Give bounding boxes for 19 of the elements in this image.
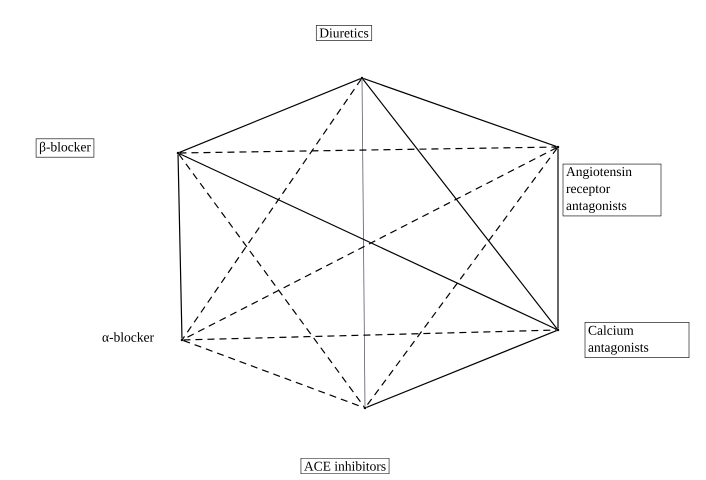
connector-line <box>178 154 365 408</box>
connector-line <box>182 78 362 340</box>
drug-label: Angiotensin receptor antagonists <box>562 164 662 216</box>
connector-line <box>183 340 364 408</box>
connector-line <box>363 78 557 148</box>
connector-line <box>362 78 558 330</box>
drug-label: Diuretics <box>316 25 372 41</box>
connector-line <box>366 330 557 408</box>
connector-line <box>183 329 557 341</box>
drug-label: β-blocker <box>36 138 94 158</box>
drug-label: α-blocker <box>102 332 154 342</box>
connector-line <box>557 148 559 329</box>
connector-line <box>179 78 361 153</box>
connector-line <box>179 146 557 154</box>
connector-line <box>177 154 183 339</box>
connector-line <box>365 148 558 408</box>
connector-line <box>362 79 366 407</box>
drug-label: Calcium antagonists <box>584 322 690 358</box>
drug-label: ACE inhibitors <box>300 458 390 474</box>
